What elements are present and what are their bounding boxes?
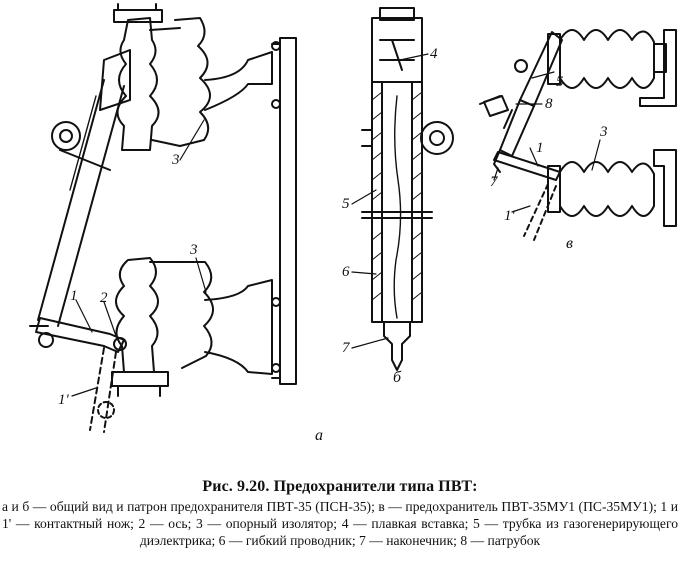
figure-caption-legend: а и б — общий вид и патрон предохранител… xyxy=(2,499,678,548)
contact-knife xyxy=(29,317,127,433)
label-1-view-c: 1 xyxy=(536,140,544,156)
label-3-upper-view-a: 3 xyxy=(171,152,180,168)
label-7-view-c: 7 xyxy=(490,174,499,190)
label-3-lower-view-a: 3 xyxy=(189,242,198,258)
label-6-view-b: 6 xyxy=(342,264,350,280)
subfigure-label-b: б xyxy=(393,369,402,386)
lower-insulator xyxy=(111,257,214,397)
subfigure-label-c: в xyxy=(566,235,573,252)
view-c-fuse-pvt-35mu1 xyxy=(479,29,677,241)
label-1-view-a: 1 xyxy=(70,288,78,304)
figure-caption-title: Рис. 9.20. Предохранители типа ПВТ: xyxy=(202,478,478,495)
label-8-view-c: 8 xyxy=(545,96,553,112)
label-5-view-c: 5 xyxy=(556,74,564,90)
view-a-general-assembly xyxy=(29,3,297,433)
label-1prime-view-a: 1' xyxy=(58,392,70,408)
label-7-view-b: 7 xyxy=(342,340,351,356)
label-2-view-a: 2 xyxy=(100,290,108,306)
fuse-cartridge xyxy=(37,49,131,327)
subfigure-label-a: а xyxy=(315,427,323,444)
fuse-technical-drawing: 1 1' 2 3 3 4 5 6 7 5 8 3 1 7 1' а б в xyxy=(29,3,677,444)
upper-insulator xyxy=(113,3,211,151)
mounting-frame xyxy=(271,37,297,385)
label-4-view-b: 4 xyxy=(430,46,438,62)
label-3-view-c: 3 xyxy=(599,124,608,140)
view-b-cartridge-section xyxy=(351,7,454,371)
label-1prime-view-c: 1' xyxy=(504,208,516,224)
label-5-view-b: 5 xyxy=(342,196,350,212)
